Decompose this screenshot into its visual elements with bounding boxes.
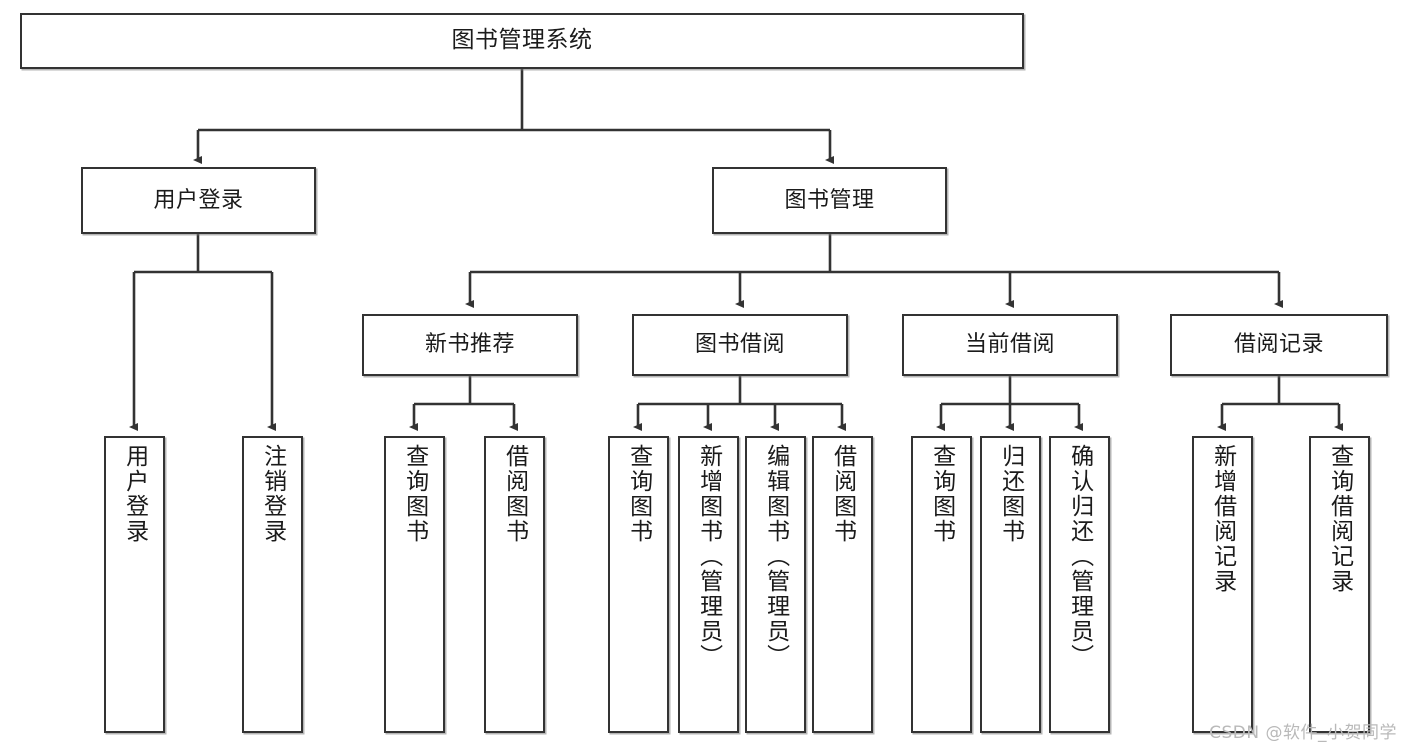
node-label: 借阅图书 <box>501 444 528 544</box>
leaf-current-return-book[interactable]: 归还图书 <box>980 436 1041 733</box>
node-label: 查询图书 <box>401 444 428 544</box>
leaf-borrow-borrow-book[interactable]: 借阅图书 <box>812 436 873 733</box>
leaf-borrow-add-book-admin[interactable]: 新增图书（管理员） <box>678 436 739 733</box>
leaf-borrow-edit-book-admin[interactable]: 编辑图书（管理员） <box>745 436 806 733</box>
leaf-records-add-record[interactable]: 新增借阅记录 <box>1192 436 1253 733</box>
node-label: 编辑图书（管理员） <box>762 444 789 669</box>
node-label: 图书借阅 <box>694 332 785 358</box>
leaf-new-books-query-book[interactable]: 查询图书 <box>384 436 445 733</box>
leaf-current-confirm-return-admin[interactable]: 确认归还（管理员） <box>1049 436 1110 733</box>
node-label: 借阅记录 <box>1233 332 1324 358</box>
node-new-book-recommendation[interactable]: 新书推荐 <box>362 314 578 376</box>
node-label: 新增借阅记录 <box>1209 444 1236 594</box>
node-label: 用户登录 <box>121 444 148 544</box>
node-root-book-management-system[interactable]: 图书管理系统 <box>20 13 1024 69</box>
leaf-new-books-borrow-book[interactable]: 借阅图书 <box>484 436 545 733</box>
node-label: 确认归还（管理员） <box>1066 444 1093 669</box>
leaf-user-login-login[interactable]: 用户登录 <box>104 436 165 733</box>
node-label: 新增图书（管理员） <box>695 444 722 669</box>
node-label: 新书推荐 <box>424 332 515 358</box>
node-label: 查询借阅记录 <box>1326 444 1353 594</box>
node-borrowing-records[interactable]: 借阅记录 <box>1170 314 1388 376</box>
node-current-borrowing[interactable]: 当前借阅 <box>902 314 1118 376</box>
leaf-current-query-book[interactable]: 查询图书 <box>911 436 972 733</box>
node-label: 当前借阅 <box>964 332 1055 358</box>
node-label: 归还图书 <box>997 444 1024 544</box>
node-book-borrowing[interactable]: 图书借阅 <box>632 314 848 376</box>
leaf-borrow-query-book[interactable]: 查询图书 <box>608 436 669 733</box>
node-label: 图书管理 <box>784 187 875 213</box>
node-label: 查询图书 <box>928 444 955 544</box>
leaf-records-query-record[interactable]: 查询借阅记录 <box>1309 436 1370 733</box>
node-user-login[interactable]: 用户登录 <box>81 167 316 234</box>
node-label: 用户登录 <box>153 187 244 213</box>
node-label: 查询图书 <box>625 444 652 544</box>
node-book-management[interactable]: 图书管理 <box>712 167 947 234</box>
watermark-text: CSDN @软件_小贺同学 <box>1209 723 1397 743</box>
node-label: 借阅图书 <box>829 444 856 544</box>
leaf-user-login-logout[interactable]: 注销登录 <box>242 436 303 733</box>
node-label: 图书管理系统 <box>451 27 593 54</box>
node-label: 注销登录 <box>259 444 286 544</box>
